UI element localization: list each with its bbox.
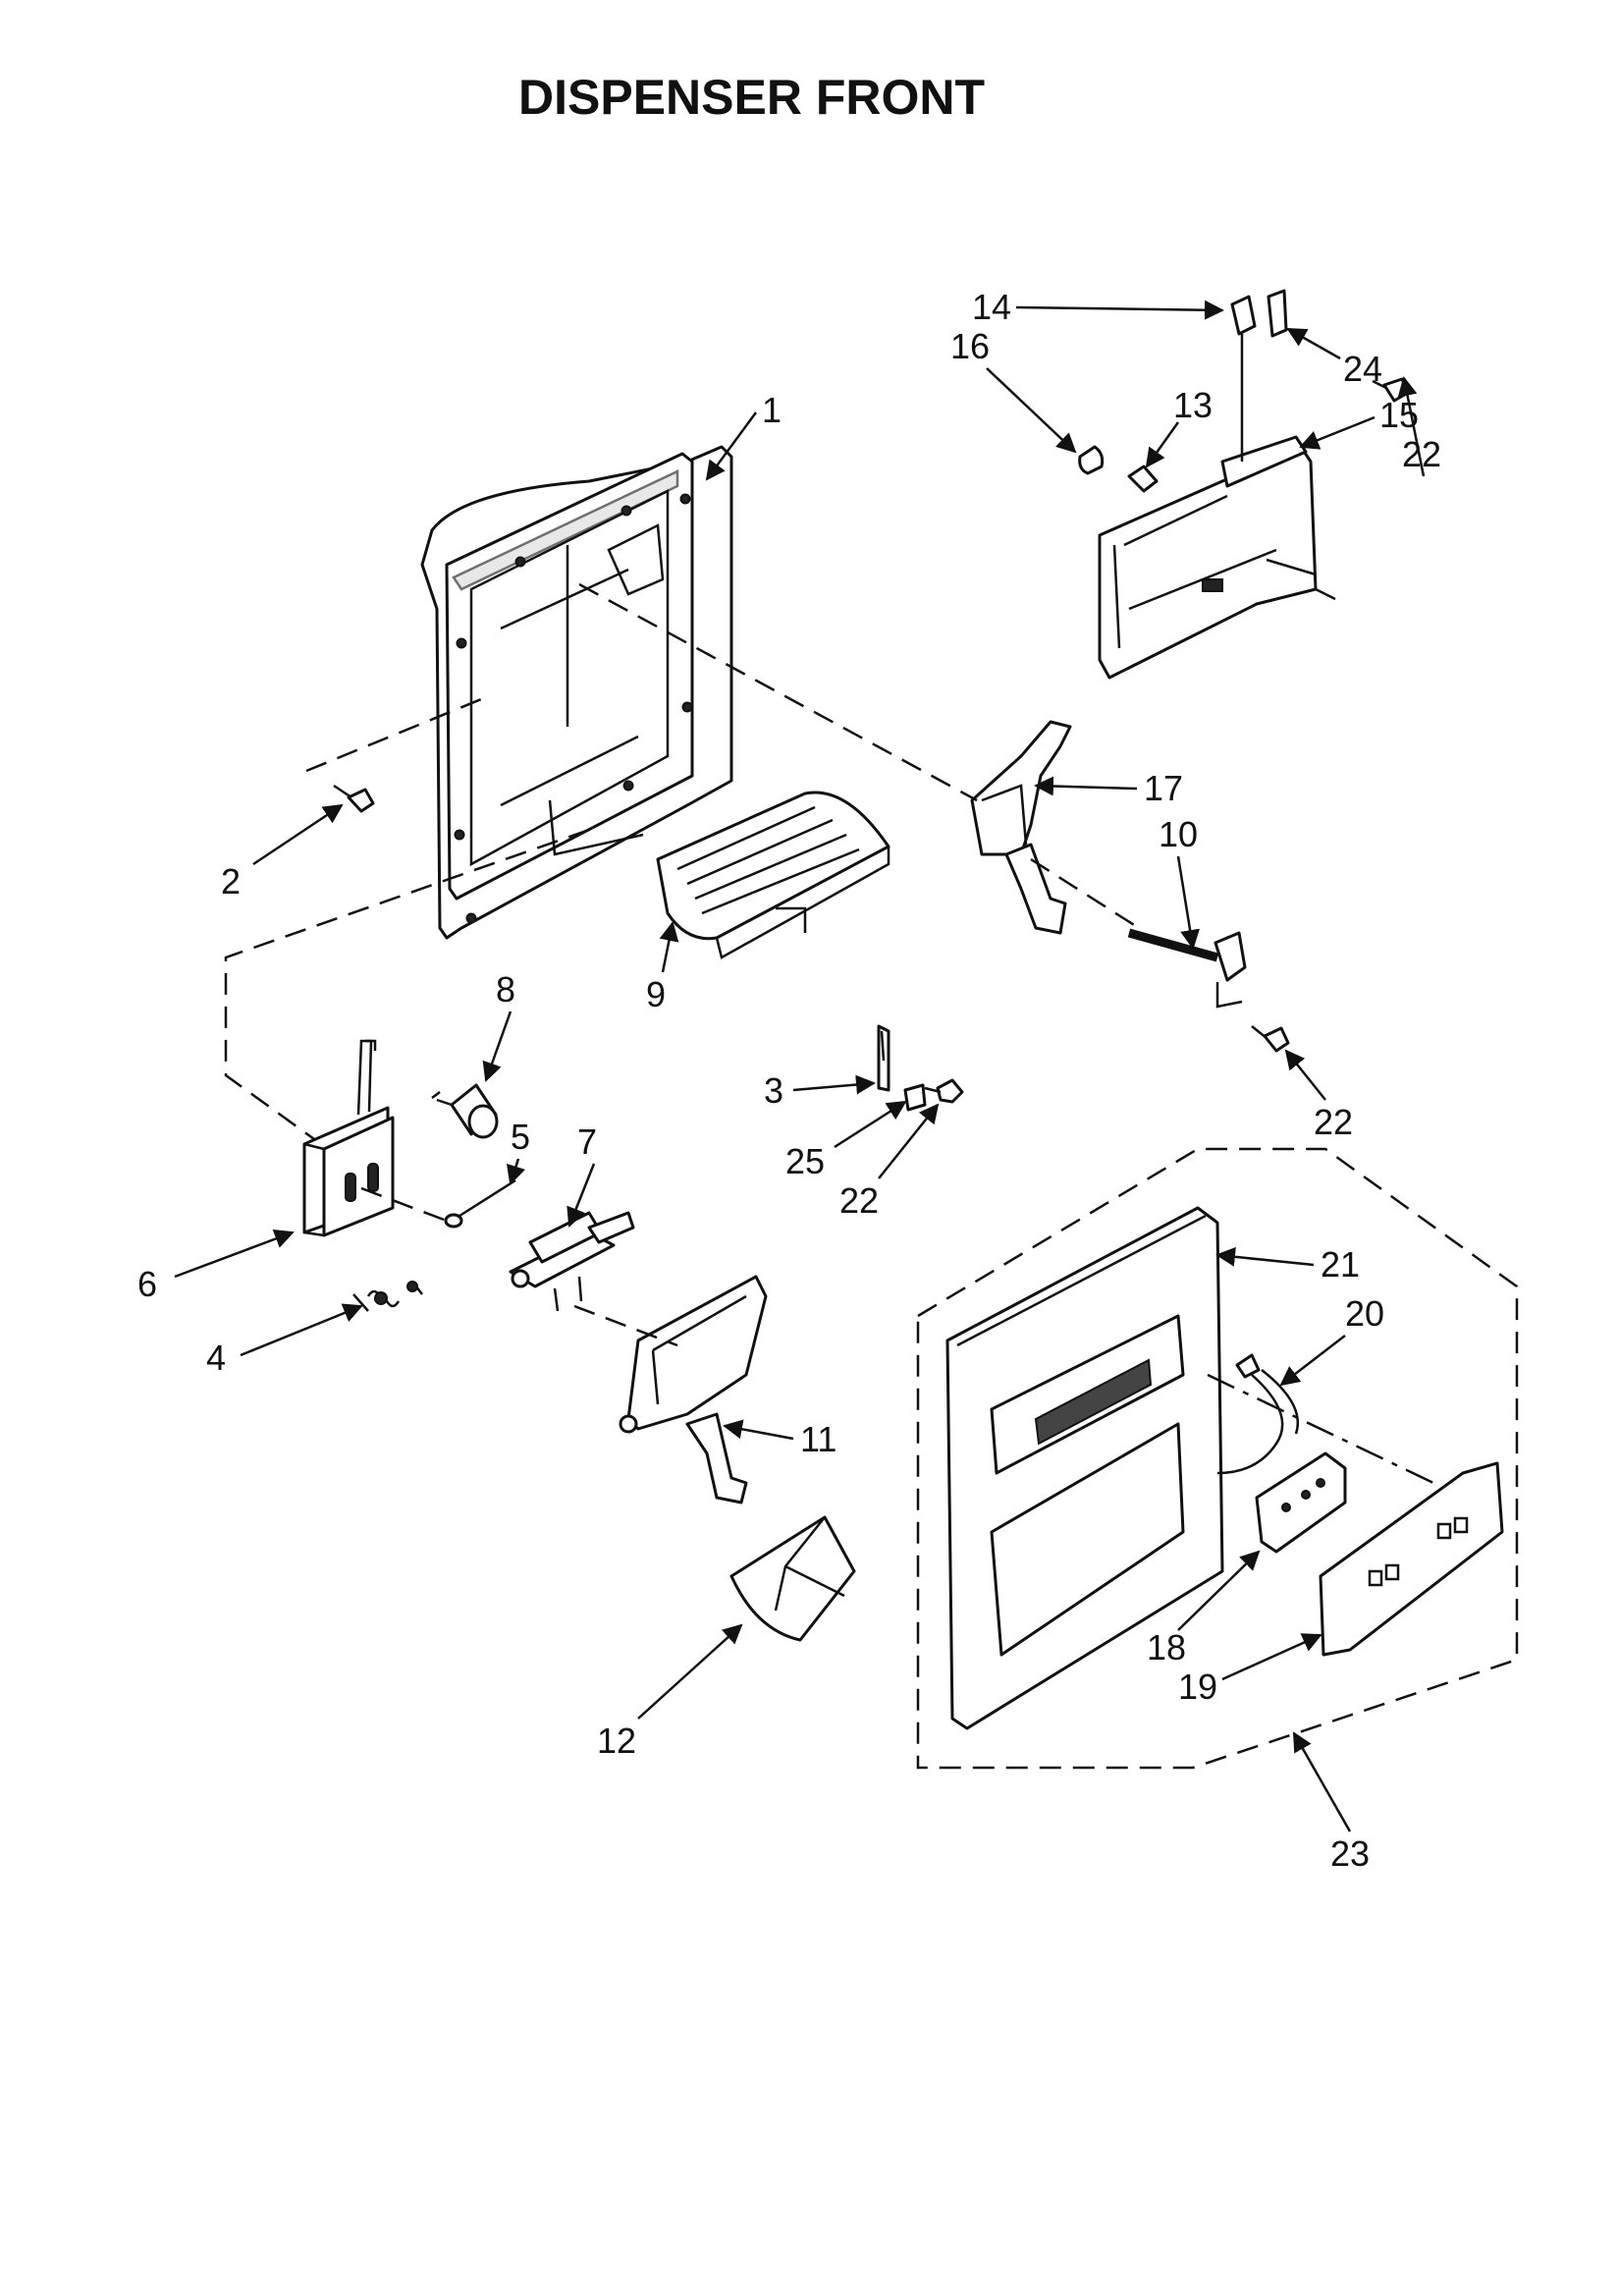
- part-22-screw-right: [1251, 1025, 1290, 1053]
- part-17-paddle-actuator: [970, 720, 1072, 935]
- part-21-front-panel: [945, 1206, 1224, 1730]
- callout-25: 25: [785, 1100, 907, 1181]
- svg-text:6: 6: [137, 1264, 157, 1304]
- guide-housing-base: [548, 799, 644, 856]
- part-5-pin: [444, 1178, 516, 1229]
- callout-14: 14: [972, 287, 1224, 327]
- guide-housing-to-paddle: [578, 582, 978, 802]
- part-6-actuator-housing: [302, 1039, 395, 1237]
- svg-text:12: 12: [597, 1721, 636, 1761]
- svg-text:25: 25: [785, 1141, 825, 1181]
- part-18-control-board: [1255, 1451, 1347, 1554]
- callout-18: 18: [1147, 1550, 1261, 1667]
- callout-5: 5: [506, 1117, 530, 1185]
- callout-11: 11: [723, 1419, 836, 1459]
- guide-pin-to-housing: [360, 1186, 453, 1225]
- callout-3: 3: [764, 1070, 876, 1111]
- callout-22-center: 22: [839, 1103, 940, 1221]
- callout-24: 24: [1286, 327, 1382, 389]
- svg-text:10: 10: [1159, 814, 1198, 854]
- svg-text:8: 8: [496, 969, 515, 1010]
- part-3-spring-clip: [877, 1024, 890, 1092]
- part-7-solenoid-bracket: [509, 1211, 635, 1312]
- callout-23: 23: [1292, 1731, 1370, 1874]
- callout-1: 1: [705, 390, 782, 481]
- part-4-spring: [352, 1281, 423, 1312]
- svg-text:11: 11: [800, 1419, 836, 1459]
- callout-7: 7: [566, 1121, 597, 1228]
- callout-9: 9: [646, 921, 679, 1014]
- callout-19: 19: [1178, 1633, 1322, 1707]
- svg-text:7: 7: [577, 1121, 597, 1162]
- svg-text:14: 14: [972, 287, 1011, 327]
- part-24-gasket: [1267, 289, 1288, 338]
- part-15-light-housing: [1098, 435, 1336, 680]
- part-13-bulb-socket: [1127, 465, 1159, 493]
- svg-text:22: 22: [839, 1180, 879, 1221]
- part-1-housing-frame: [420, 445, 733, 940]
- part-16-bulb: [1078, 445, 1105, 475]
- callout-6: 6: [137, 1229, 295, 1304]
- svg-text:4: 4: [206, 1338, 226, 1378]
- guide-grille-base: [776, 906, 807, 933]
- svg-text:18: 18: [1147, 1627, 1186, 1667]
- svg-text:15: 15: [1379, 395, 1419, 435]
- svg-text:24: 24: [1343, 349, 1382, 389]
- svg-text:9: 9: [646, 974, 666, 1014]
- svg-text:16: 16: [950, 326, 990, 366]
- part-11-chute-lever: [619, 1275, 768, 1504]
- callout-21: 21: [1215, 1244, 1360, 1285]
- part-22-screw-center: [924, 1078, 964, 1104]
- svg-text:5: 5: [511, 1117, 530, 1157]
- svg-text:20: 20: [1345, 1293, 1384, 1334]
- guide-housing-to-actuator: [224, 828, 590, 1141]
- svg-text:13: 13: [1173, 385, 1213, 425]
- guide-panel-to-overlay: [1207, 1373, 1434, 1485]
- callout-4: 4: [206, 1303, 363, 1378]
- part-10-rod: [1127, 928, 1247, 1009]
- callout-20: 20: [1279, 1293, 1384, 1387]
- svg-text:3: 3: [764, 1070, 783, 1111]
- part-12-ice-funnel: [729, 1515, 856, 1642]
- callout-22-right: 22: [1284, 1049, 1353, 1142]
- svg-text:22: 22: [1314, 1102, 1353, 1142]
- assembly-23-outline: [916, 1147, 1519, 1770]
- part-20-wire-harness: [1216, 1353, 1300, 1475]
- guide-paddle-to-rod: [1030, 857, 1140, 930]
- part-19-touch-overlay: [1319, 1461, 1504, 1657]
- part-14-socket: [1230, 295, 1257, 462]
- svg-text:19: 19: [1178, 1667, 1217, 1707]
- callout-13: 13: [1145, 385, 1213, 468]
- part-25-clip: [903, 1083, 927, 1112]
- part-2-screw: [333, 784, 375, 813]
- svg-text:17: 17: [1144, 768, 1183, 808]
- callout-12: 12: [597, 1623, 743, 1761]
- callout-22-top: 22: [1397, 376, 1441, 477]
- svg-text:1: 1: [762, 390, 782, 430]
- svg-text:23: 23: [1330, 1833, 1370, 1874]
- callout-10: 10: [1159, 814, 1201, 950]
- callout-17: 17: [1034, 768, 1183, 808]
- callout-16: 16: [950, 326, 1077, 454]
- callout-8: 8: [482, 969, 515, 1082]
- page-title: DISPENSER FRONT: [518, 70, 986, 125]
- part-8-motor: [431, 1083, 499, 1139]
- svg-text:2: 2: [221, 861, 241, 902]
- svg-text:21: 21: [1321, 1244, 1360, 1285]
- part-9-drip-grille: [656, 791, 890, 959]
- guide-bracket-to-lever: [573, 1304, 678, 1347]
- callout-2: 2: [221, 803, 344, 902]
